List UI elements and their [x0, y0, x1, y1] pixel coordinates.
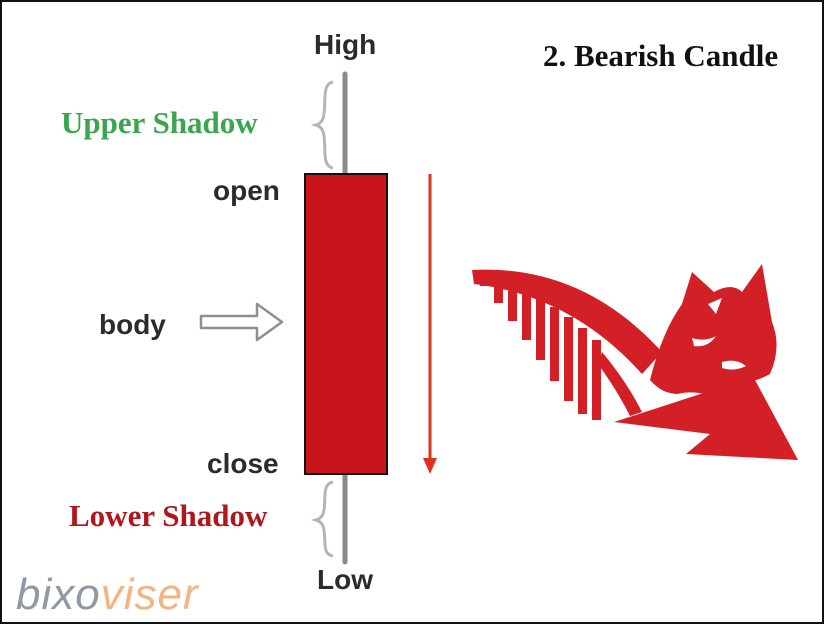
- high-label: High: [314, 29, 377, 60]
- lower-shadow-brace: [310, 480, 334, 558]
- down-arrow-icon: [423, 174, 437, 474]
- upper-shadow-brace: [310, 80, 334, 170]
- diagram-title: 2. Bearish Candle: [543, 38, 779, 73]
- watermark-logo: bixoviser: [16, 570, 199, 620]
- open-label: open: [213, 175, 280, 206]
- candle-body: [304, 173, 388, 475]
- close-label: close: [207, 448, 279, 479]
- upper-shadow-label: Upper Shadow: [61, 105, 258, 140]
- bear-face-details: [692, 298, 746, 370]
- low-label: Low: [317, 564, 373, 595]
- bear-downtrend-icon: [472, 264, 798, 460]
- lower-shadow-label: Lower Shadow: [69, 498, 268, 533]
- watermark-part-1: bixo: [16, 570, 101, 619]
- hollow-right-arrow-icon: [199, 302, 284, 342]
- body-label: body: [99, 309, 166, 340]
- watermark-part-2: viser: [100, 570, 199, 619]
